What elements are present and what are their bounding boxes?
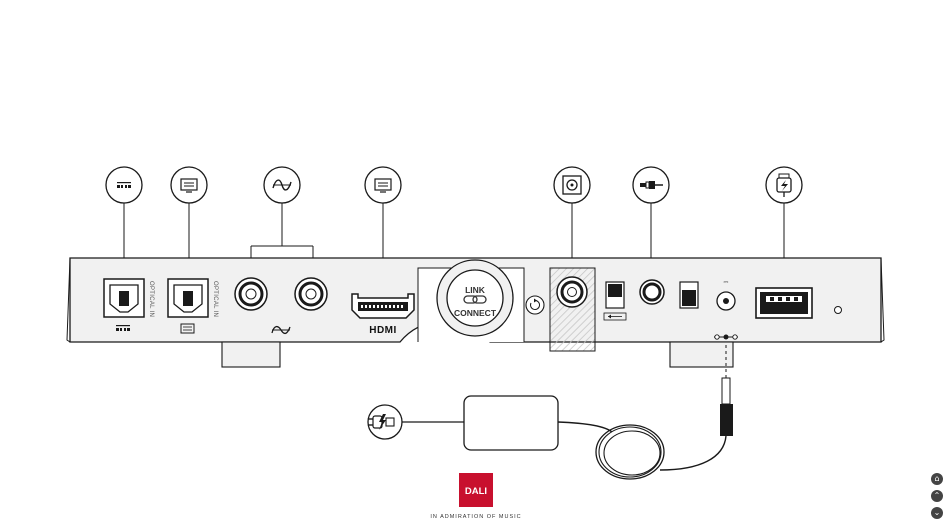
logo-text: DALI <box>465 486 487 497</box>
mains-plug-icon <box>368 405 402 439</box>
optical-in-1-label: OPTICAL IN <box>148 281 154 317</box>
analog-rca-left <box>235 278 267 310</box>
foot-right <box>670 342 733 367</box>
scroll-up-button[interactable]: ⌃ <box>931 490 943 502</box>
optical-in-2-label: OPTICAL IN <box>212 281 218 317</box>
power-switch[interactable] <box>680 282 698 308</box>
power-adapter <box>464 396 558 450</box>
subwoofer-out-port <box>557 277 587 307</box>
tagline: IN ADMIRATION OF MUSIC <box>430 514 521 520</box>
home-icon: ⌂ <box>934 474 939 483</box>
home-button[interactable]: ⌂ <box>931 473 943 485</box>
reset-button[interactable] <box>526 296 544 314</box>
foot-left <box>222 342 280 367</box>
scroll-down-button[interactable]: ⌄ <box>931 507 943 519</box>
mini-jack-port <box>640 280 664 304</box>
link-connect-button[interactable]: LINK CONNECT <box>437 260 513 336</box>
link-label: LINK <box>465 285 486 295</box>
chevron-up-icon: ⌃ <box>934 491 941 500</box>
analog-rca-right <box>295 278 327 310</box>
status-led <box>835 307 842 314</box>
dc-polarity-icon <box>714 335 738 340</box>
connect-label: CONNECT <box>454 308 497 318</box>
chevron-down-icon: ⌄ <box>934 508 941 517</box>
dali-logo: DALI IN ADMIRATION OF MUSIC <box>430 473 521 520</box>
hdmi-label: HDMI <box>369 325 397 336</box>
usb-port <box>756 288 812 318</box>
dc-symbol: ⎓ <box>723 280 728 286</box>
